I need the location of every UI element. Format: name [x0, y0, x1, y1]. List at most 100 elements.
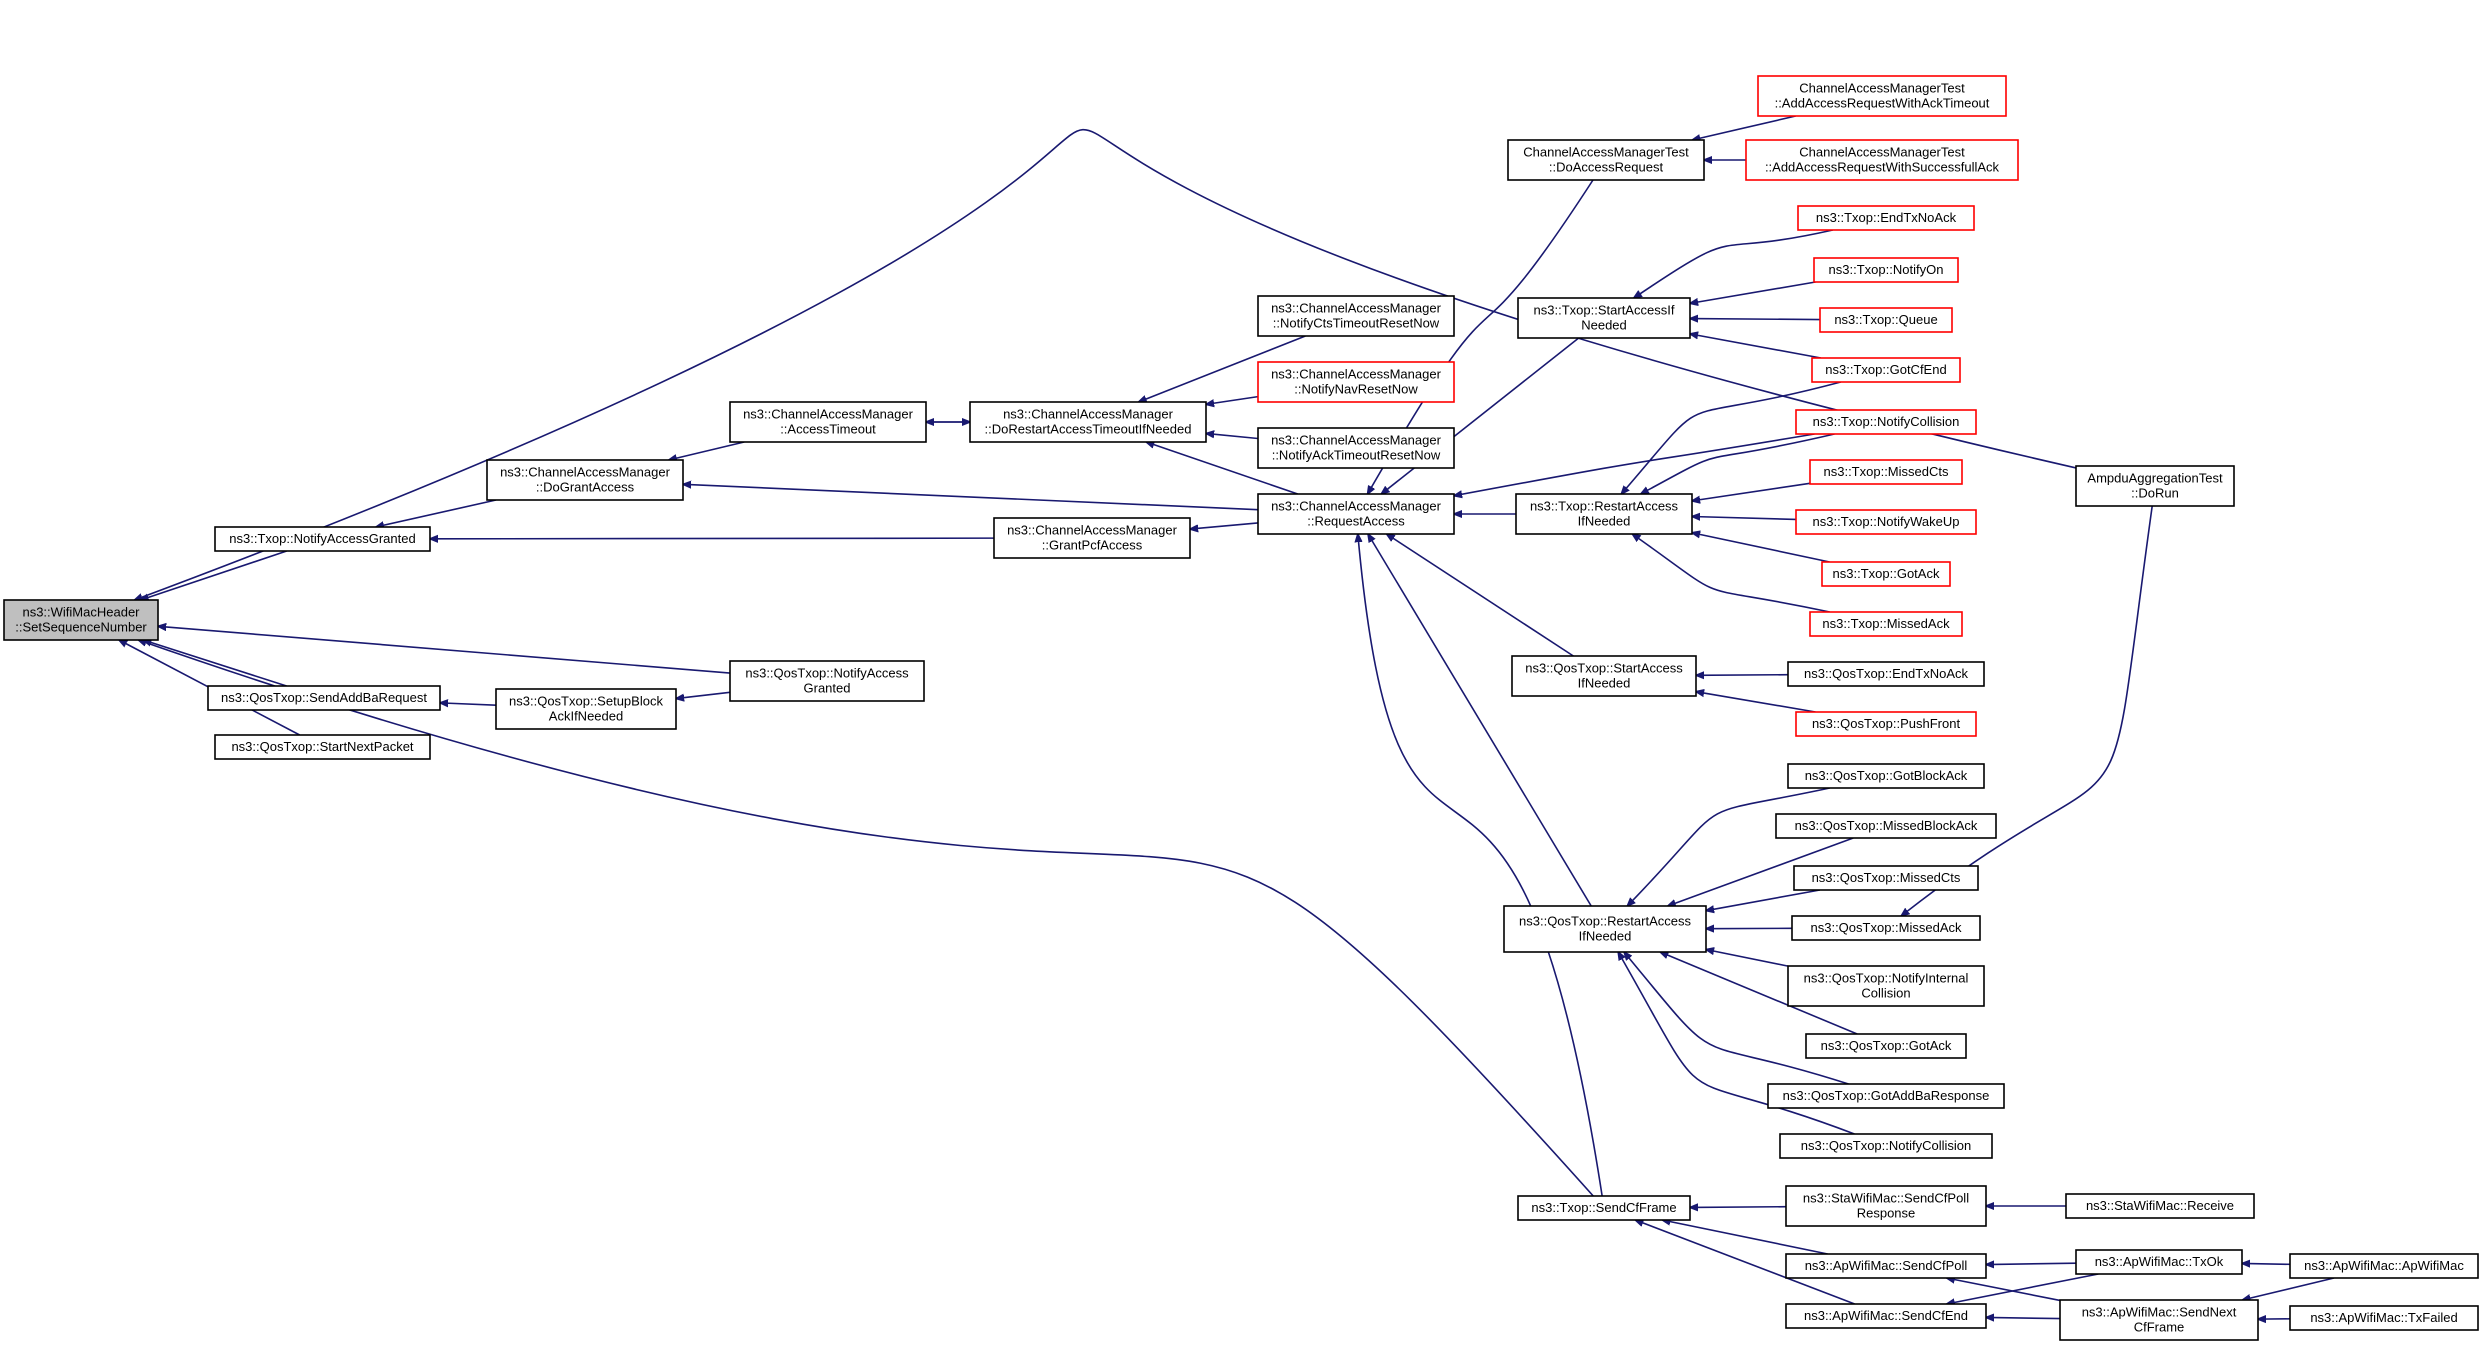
node-box[interactable]: [1785, 1253, 1987, 1279]
node-qos-gotaddbaresponse[interactable]: ns3::QosTxop::GotAddBaResponse: [1767, 1083, 2005, 1109]
node-box[interactable]: [1757, 75, 2007, 117]
node-box[interactable]: [1517, 1195, 1691, 1221]
node-box[interactable]: [1785, 1303, 1987, 1329]
node-qos-gotblockack[interactable]: ns3::QosTxop::GotBlockAck: [1787, 763, 1985, 789]
node-box[interactable]: [1797, 205, 1975, 231]
node-ap-txfailed[interactable]: ns3::ApWifiMac::TxFailed: [2289, 1305, 2479, 1331]
node-box[interactable]: [1795, 409, 1977, 435]
node-box[interactable]: [1503, 905, 1707, 953]
node-box[interactable]: [1809, 611, 1963, 637]
node-cam-notifyack[interactable]: ns3::ChannelAccessManager::NotifyAckTime…: [1257, 427, 1455, 469]
node-box[interactable]: [1821, 561, 1951, 587]
node-box[interactable]: [1511, 655, 1697, 697]
node-box[interactable]: [214, 734, 431, 760]
node-txop-gotcfend[interactable]: ns3::Txop::GotCfEnd: [1811, 357, 1961, 383]
node-txop-notifyaccessgranted[interactable]: ns3::Txop::NotifyAccessGranted: [214, 526, 431, 552]
node-qos-gotack[interactable]: ns3::QosTxop::GotAck: [1805, 1033, 1967, 1059]
node-txop-notifycollision[interactable]: ns3::Txop::NotifyCollision: [1795, 409, 1977, 435]
node-camt-ackto[interactable]: ChannelAccessManagerTest::AddAccessReque…: [1757, 75, 2007, 117]
node-camt-doaccessrequest[interactable]: ChannelAccessManagerTest::DoAccessReques…: [1507, 139, 1705, 181]
node-box[interactable]: [2065, 1193, 2255, 1219]
node-box[interactable]: [2075, 465, 2235, 507]
node-cam-notifycts[interactable]: ns3::ChannelAccessManager::NotifyCtsTime…: [1257, 295, 1455, 337]
node-ap-sendcfend[interactable]: ns3::ApWifiMac::SendCfEnd: [1785, 1303, 1987, 1329]
node-cam-grantpcfaccess[interactable]: ns3::ChannelAccessManager::GrantPcfAcces…: [993, 517, 1191, 559]
node-box[interactable]: [1813, 257, 1959, 283]
node-qos-missedblockack[interactable]: ns3::QosTxop::MissedBlockAck: [1775, 813, 1997, 839]
node-box[interactable]: [1805, 1033, 1967, 1059]
node-sta-receive[interactable]: ns3::StaWifiMac::Receive: [2065, 1193, 2255, 1219]
node-box[interactable]: [1257, 361, 1455, 403]
node-qos-pushfront[interactable]: ns3::QosTxop::PushFront: [1795, 711, 1977, 737]
node-cam-requestaccess[interactable]: ns3::ChannelAccessManager::RequestAccess: [1257, 493, 1455, 535]
node-box[interactable]: [2075, 1249, 2243, 1275]
node-cam-dograntaccess[interactable]: ns3::ChannelAccessManager::DoGrantAccess: [486, 459, 684, 501]
node-cam-notifynav[interactable]: ns3::ChannelAccessManager::NotifyNavRese…: [1257, 361, 1455, 403]
node-box[interactable]: [1745, 139, 2019, 181]
node-box[interactable]: [1785, 1185, 1987, 1227]
node-txop-notifywakeup[interactable]: ns3::Txop::NotifyWakeUp: [1795, 509, 1977, 535]
node-txop-queue[interactable]: ns3::Txop::Queue: [1819, 307, 1953, 333]
node-ap-txok[interactable]: ns3::ApWifiMac::TxOk: [2075, 1249, 2243, 1275]
node-txop-gotack[interactable]: ns3::Txop::GotAck: [1821, 561, 1951, 587]
node-box[interactable]: [1819, 307, 1953, 333]
node-box[interactable]: [1811, 357, 1961, 383]
node-box[interactable]: [1787, 965, 1985, 1007]
node-box[interactable]: [1809, 459, 1963, 485]
node-box[interactable]: [214, 526, 431, 552]
node-box[interactable]: [1791, 915, 1981, 941]
node-box[interactable]: [729, 660, 925, 702]
node-qos-startnextpacket[interactable]: ns3::QosTxop::StartNextPacket: [214, 734, 431, 760]
node-qos-notifycollision[interactable]: ns3::QosTxop::NotifyCollision: [1779, 1133, 1993, 1159]
node-qos-endtxnoack[interactable]: ns3::QosTxop::EndTxNoAck: [1787, 661, 1985, 687]
node-box[interactable]: [1257, 493, 1455, 535]
node-box[interactable]: [1767, 1083, 2005, 1109]
node-ap-apwifimac[interactable]: ns3::ApWifiMac::ApWifiMac: [2289, 1253, 2479, 1279]
node-box[interactable]: [1793, 865, 1979, 891]
node-box[interactable]: [1507, 139, 1705, 181]
node-box[interactable]: [1795, 509, 1977, 535]
node-ampdu-dorun[interactable]: AmpduAggregationTest::DoRun: [2075, 465, 2235, 507]
node-root[interactable]: ns3::WifiMacHeader::SetSequenceNumber: [3, 599, 159, 641]
node-txop-endtxnoack[interactable]: ns3::Txop::EndTxNoAck: [1797, 205, 1975, 231]
node-box[interactable]: [1257, 427, 1455, 469]
node-box[interactable]: [1779, 1133, 1993, 1159]
node-txop-missedack[interactable]: ns3::Txop::MissedAck: [1809, 611, 1963, 637]
node-box[interactable]: [1775, 813, 1997, 839]
node-box[interactable]: [729, 401, 927, 443]
node-box[interactable]: [1795, 711, 1977, 737]
node-box[interactable]: [1787, 661, 1985, 687]
node-box[interactable]: [1517, 297, 1691, 339]
node-box[interactable]: [486, 459, 684, 501]
node-box[interactable]: [969, 401, 1207, 443]
node-box[interactable]: [495, 688, 677, 730]
node-cam-accesstimeout[interactable]: ns3::ChannelAccessManager::AccessTimeout: [729, 401, 927, 443]
node-cam-dorestart[interactable]: ns3::ChannelAccessManager::DoRestartAcce…: [969, 401, 1207, 443]
node-camt-successack[interactable]: ChannelAccessManagerTest::AddAccessReque…: [1745, 139, 2019, 181]
node-txop-sendcfframe[interactable]: ns3::Txop::SendCfFrame: [1517, 1195, 1691, 1221]
node-txop-missedcts[interactable]: ns3::Txop::MissedCts: [1809, 459, 1963, 485]
node-box[interactable]: [1787, 763, 1985, 789]
node-qos-missedcts[interactable]: ns3::QosTxop::MissedCts: [1793, 865, 1979, 891]
node-box[interactable]: [1257, 295, 1455, 337]
node-qos-missedack[interactable]: ns3::QosTxop::MissedAck: [1791, 915, 1981, 941]
node-box[interactable]: [1515, 493, 1693, 535]
node-txop-notifyon[interactable]: ns3::Txop::NotifyOn: [1813, 257, 1959, 283]
node-box[interactable]: [2059, 1299, 2259, 1341]
node-qos-notifyaccessgranted[interactable]: ns3::QosTxop::NotifyAccessGranted: [729, 660, 925, 702]
node-box[interactable]: [3, 599, 159, 641]
node-ap-sendcfpoll[interactable]: ns3::ApWifiMac::SendCfPoll: [1785, 1253, 1987, 1279]
node-box[interactable]: [207, 685, 441, 711]
node-box[interactable]: [2289, 1253, 2479, 1279]
node-box[interactable]: [993, 517, 1191, 559]
node-qos-sendaddbarequest[interactable]: ns3::QosTxop::SendAddBaRequest: [207, 685, 441, 711]
node-box[interactable]: [2289, 1305, 2479, 1331]
